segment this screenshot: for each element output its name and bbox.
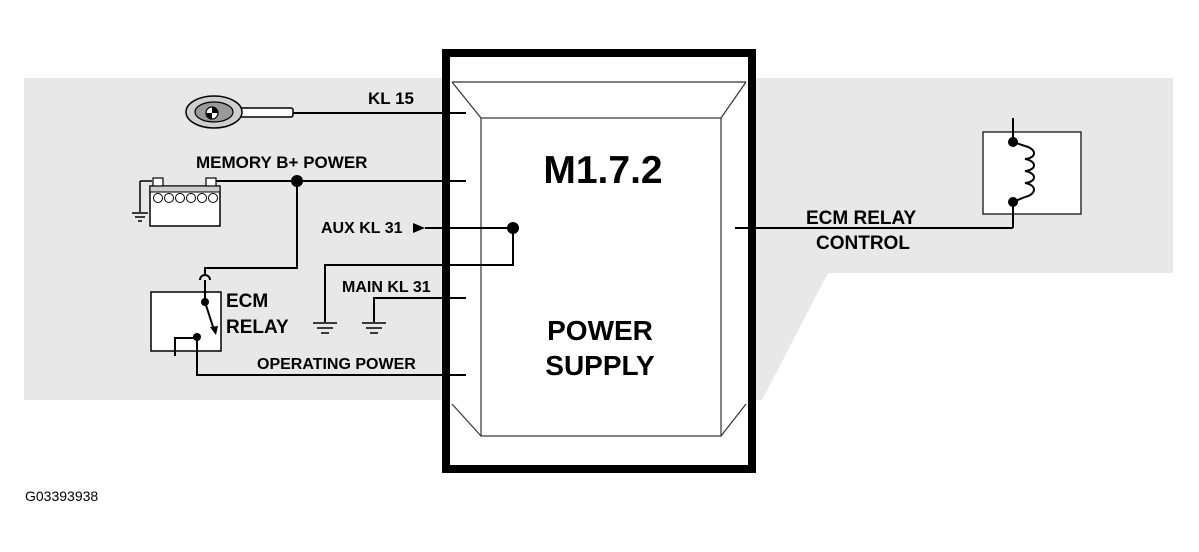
ignition-key-icon <box>185 95 294 129</box>
aux-ground-icon <box>313 322 337 334</box>
module-name: M1.7.2 <box>543 149 662 192</box>
ecm-relay-control-label-line2: CONTROL <box>816 233 910 254</box>
battery-ground-icon <box>132 212 148 222</box>
ecm-relay-label-line1: ECM <box>226 291 268 312</box>
ecm-relay-icon <box>150 274 222 356</box>
main-kl31-label: MAIN KL 31 <box>342 279 431 296</box>
module-function-line2: SUPPLY <box>545 350 655 381</box>
operating-power-label: OPERATING POWER <box>257 356 416 373</box>
aux-kl31-arrow-icon <box>413 223 425 233</box>
ecm-module <box>442 49 756 473</box>
module-function-line1: POWER <box>547 315 653 346</box>
memory-b-power-label: MEMORY B+ POWER <box>196 153 367 172</box>
kl15-label: KL 15 <box>368 89 414 108</box>
ecm-relay-control-label-line1: ECM RELAY <box>806 208 916 229</box>
figure-id: G03393938 <box>25 488 98 504</box>
main-ground-icon <box>362 322 386 334</box>
relay-coil-icon <box>982 118 1082 228</box>
ecm-relay-label-line2: RELAY <box>226 317 289 338</box>
battery-icon <box>139 177 221 227</box>
aux-kl31-label: AUX KL 31 <box>321 220 403 237</box>
